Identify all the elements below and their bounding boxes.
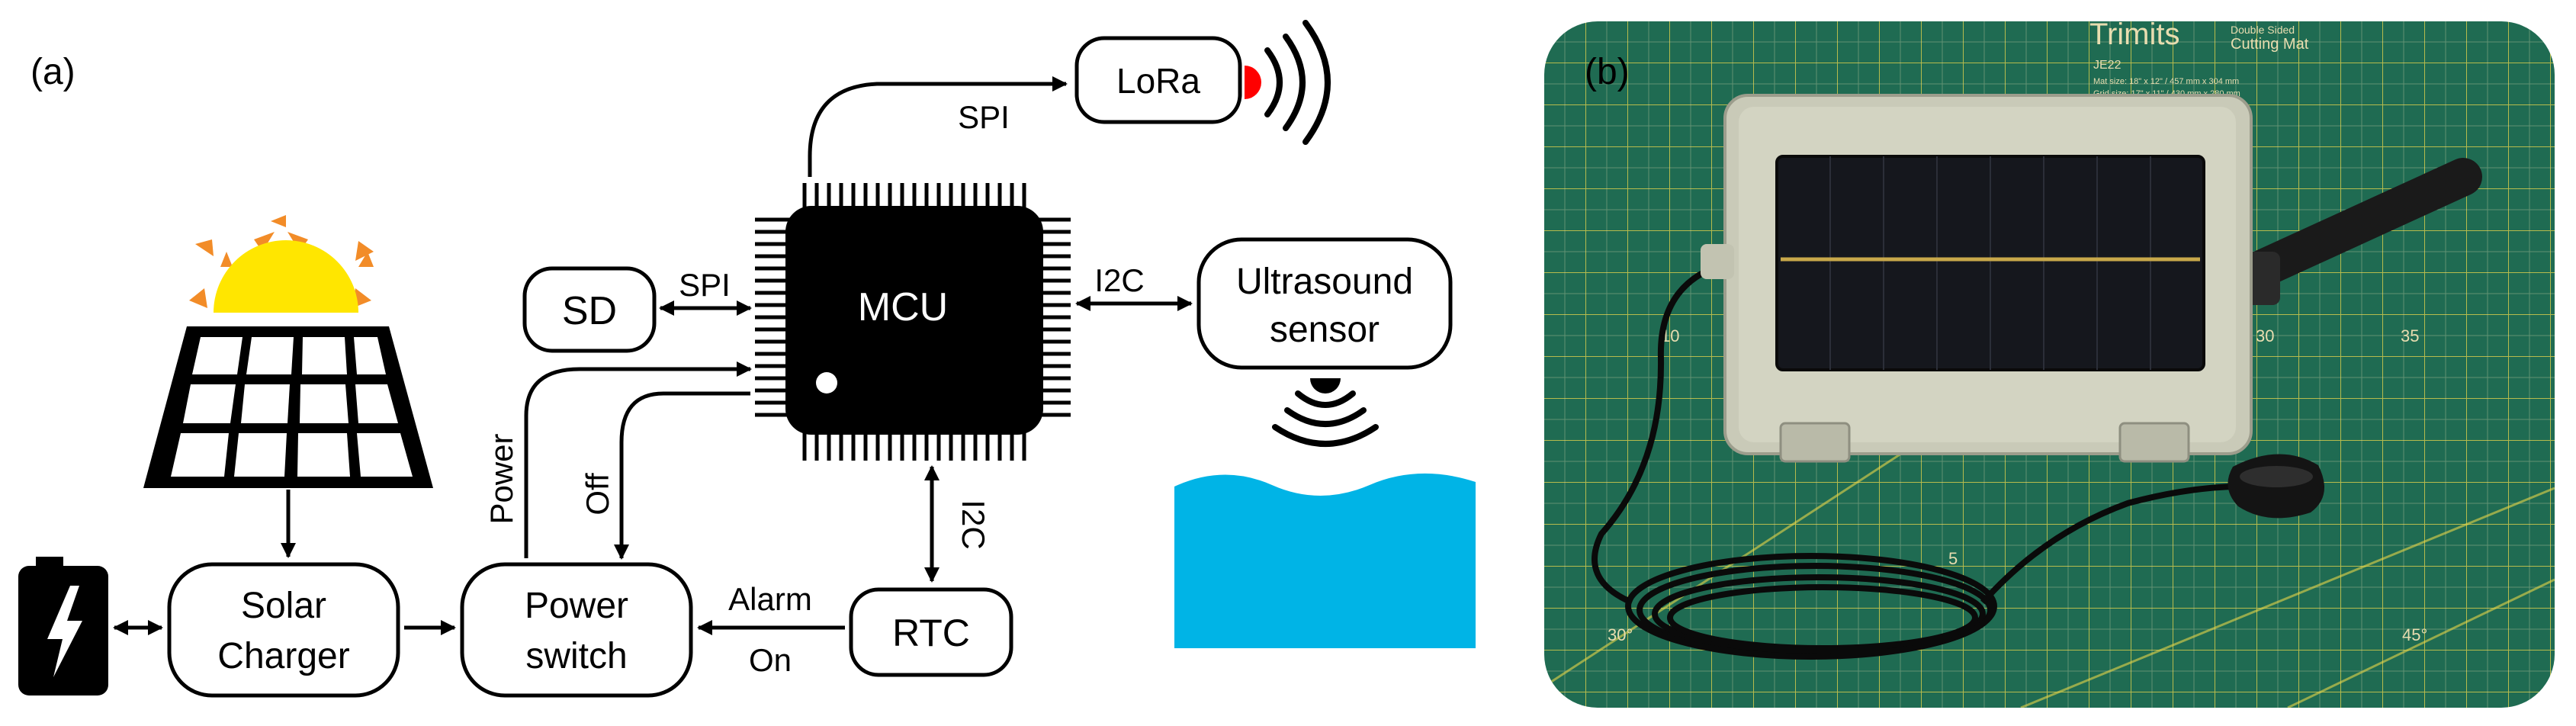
lora-block [1074, 36, 1242, 124]
rtc-label: RTC [892, 612, 970, 654]
battery-icon [18, 557, 108, 695]
lora-label: LoRa [1116, 61, 1200, 101]
off-label: Off [580, 473, 615, 516]
ultrasound-sensor-block [1196, 237, 1453, 370]
panel-b-label: (b) [1585, 52, 1630, 92]
power-switch-label-line2: switch [525, 636, 627, 676]
water-icon [1174, 473, 1476, 648]
solar-charger-block [167, 562, 400, 698]
panel-b-photo: Trimits Double Sided Cutting Mat JE22 Ma… [1544, 18, 2555, 708]
power-label: Power [483, 433, 519, 524]
photo-ultrasound-sensor [2228, 454, 2324, 519]
power-switch-block [460, 562, 693, 698]
ruler-mark-35: 35 [2401, 326, 2419, 345]
panel-a: (a) [18, 20, 1476, 698]
panel-a-label: (a) [31, 52, 75, 92]
power-switch-label-line1: Power [525, 586, 628, 626]
sd-block [522, 266, 657, 353]
spi-lora-label: SPI [958, 99, 1010, 135]
ruler-mark-45deg: 45° [2402, 625, 2427, 644]
spi-sd-label: SPI [679, 267, 731, 303]
sun-icon [189, 215, 374, 313]
on-label: On [749, 642, 792, 678]
solar-panel-icon [143, 326, 433, 488]
mcu-label: MCU [858, 285, 948, 329]
ruler-mark-30deg: 30° [1608, 625, 1633, 644]
mat-code: JE22 [2093, 59, 2122, 72]
alarm-label: Alarm [728, 581, 812, 617]
ultrasound-wave-icon [1272, 378, 1379, 447]
mat-size-line1: Mat size: 18" x 12" / 457 mm x 304 mm [2093, 77, 2239, 86]
ruler-mark-30: 30 [2256, 326, 2274, 345]
solar-charger-label-line1: Solar [241, 586, 326, 626]
mcu-chip [755, 183, 1071, 461]
i2c-ultrasound-label: I2C [1094, 262, 1144, 298]
sd-label: SD [562, 289, 617, 333]
mat-title-line2: Cutting Mat [2231, 36, 2309, 53]
lora-signal-icon [1245, 20, 1331, 145]
mat-title-line1: Double Sided [2231, 24, 2295, 36]
ultrasound-label-line2: sensor [1270, 310, 1380, 350]
ruler-mark-5: 5 [1948, 549, 1958, 568]
i2c-rtc-label: I2C [956, 500, 991, 549]
solar-charger-label-line2: Charger [217, 636, 349, 676]
wires [113, 76, 1193, 635]
rtc-block [849, 587, 1013, 677]
photo-solar-panel [1775, 155, 2205, 371]
mat-brand: Trimits [2089, 18, 2179, 51]
ultrasound-label-line1: Ultrasound [1236, 262, 1413, 302]
